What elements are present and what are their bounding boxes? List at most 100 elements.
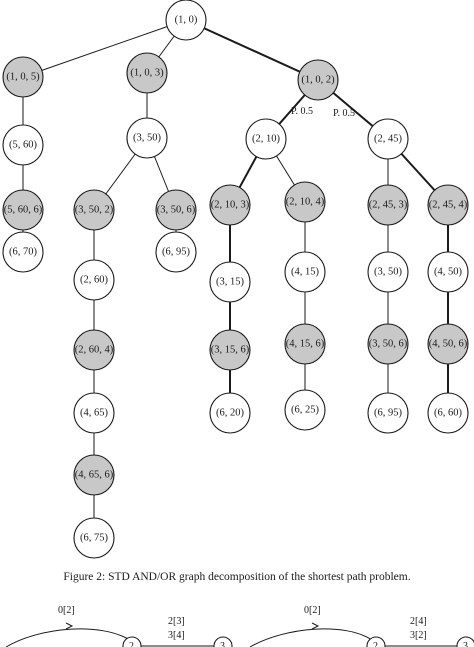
lower-right-side-label-2: 3[2] [410,630,427,641]
graph-node-n12: (2, 60, 4) [73,329,115,371]
lower-node-2-left [122,636,142,647]
nodes-layer: (1, 0) (1, 0, 5) (1, 0, 3) (1, 0, 2) (5, 60)… [2,0,469,559]
or-node-circle [165,0,207,41]
lower-left-top-label: 0[2] [58,605,75,616]
graph-node-n3: (1, 0, 2) [297,59,339,101]
or-node-circle [2,124,44,166]
lower-left-arrow-icon [65,622,74,630]
lower-left-arc [5,628,131,647]
node-label: (5, 60, 6) [4,205,43,216]
lower-node-3-right-label: 3 [463,641,468,647]
node-label: (3, 50) [374,267,402,278]
node-label: (3, 50) [133,133,161,144]
node-label: (3, 15, 6) [211,345,250,356]
node-label: (4, 50) [434,267,462,278]
probability-label-left: P. 0.5 [291,106,313,117]
probability-label-right: P. 0.5 [333,108,355,119]
lower-node-3-left [213,636,233,647]
or-node-circle [427,251,469,293]
or-node-circle [73,259,115,301]
node-label: (2, 10, 3) [211,200,250,211]
and-node-circle [209,184,251,226]
graph-node-n32: (6, 95) [367,392,409,434]
graph-node-n7: (3, 50) [126,117,168,159]
or-node-circle [245,118,287,160]
graph-node-n27: (4, 15, 6) [284,323,326,365]
node-label: (3, 50, 6) [157,205,196,216]
and-node-circle [297,59,339,101]
node-label: (1, 0) [175,15,198,26]
lower-right-arc [249,628,373,647]
or-node-circle [209,392,251,434]
graph-node-n2: (1, 0, 3) [126,52,168,94]
node-label: (4, 65, 6) [75,470,114,481]
node-label: (6, 95) [162,247,190,258]
node-label: (5, 60) [9,140,37,151]
graph-node-n14: (4, 65, 6) [73,454,115,496]
and-node-circle [126,52,168,94]
graph-node-n29: (4, 50, 6) [427,323,469,365]
graph-node-n6: (6, 70) [2,231,44,273]
lower-node-2-right-label: 2 [373,641,378,647]
graph-node-n23: (4, 15) [284,251,326,293]
and-node-circle [367,323,409,365]
node-label: (2, 45) [374,134,402,145]
or-node-circle [73,392,115,434]
lower-node-2-left-label: 2 [129,641,134,647]
and-node-circle [73,329,115,371]
graph-node-n30: (6, 20) [209,392,251,434]
graph-node-n17: (2, 45) [367,118,409,160]
graph-node-n0: (1, 0) [165,0,207,41]
graph-node-n19: (2, 10, 4) [284,181,326,223]
and-node-circle [427,184,469,226]
node-label: (3, 15) [216,277,244,288]
graph-node-n5: (5, 60, 6) [2,189,44,231]
and-node-circle [2,189,44,231]
lower-right-side-label-1: 2[4] [410,616,427,627]
and-node-circle [73,189,115,231]
or-node-circle [126,117,168,159]
or-node-circle [73,517,115,559]
graph-node-n11: (2, 60) [73,259,115,301]
lower-node-3-right [456,636,474,647]
or-node-circle [155,231,197,273]
node-label: (4, 50, 6) [429,339,468,350]
node-label: (2, 10) [252,134,280,145]
graph-node-n24: (3, 50) [367,251,409,293]
graph-node-n13: (4, 65) [73,392,115,434]
lower-right-top-label: 0[2] [304,605,321,616]
and-node-circle [2,56,44,98]
node-label: (4, 65) [80,408,108,419]
lower-node-2-right [366,636,386,647]
node-label: (1, 0, 5) [6,72,40,83]
or-node-circle [367,118,409,160]
node-label: (2, 60) [80,275,108,286]
edge-n0-n3 [185,19,319,81]
and-node-circle [427,323,469,365]
or-node-circle [284,251,326,293]
node-label: (6, 60) [434,408,462,419]
node-label: (2, 10, 4) [286,197,325,208]
and-node-circle [284,323,326,365]
graph-node-n18: (2, 10, 3) [209,184,251,226]
node-label: (6, 20) [216,408,244,419]
edge-n0-n1 [22,19,187,78]
figure-caption: Figure 2: STD AND/OR graph decomposition… [63,571,410,583]
node-label: (4, 15) [291,267,319,278]
graph-node-n4: (5, 60) [2,124,44,166]
node-label: (6, 95) [374,408,402,419]
graph-node-n25: (4, 50) [427,251,469,293]
or-node-circle [367,392,409,434]
lower-node-3-left-label: 3 [220,641,225,647]
and-node-circle [73,454,115,496]
graph-node-n15: (6, 75) [73,517,115,559]
node-label: (6, 70) [9,247,37,258]
graph-node-n10: (6, 95) [155,231,197,273]
graph-node-n1: (1, 0, 5) [2,56,44,98]
and-node-circle [284,181,326,223]
node-label: (2, 60, 4) [75,345,114,356]
graph-node-n26: (3, 15, 6) [209,329,251,371]
or-node-circle [367,251,409,293]
lower-left-side-label-1: 2[3] [168,616,185,627]
